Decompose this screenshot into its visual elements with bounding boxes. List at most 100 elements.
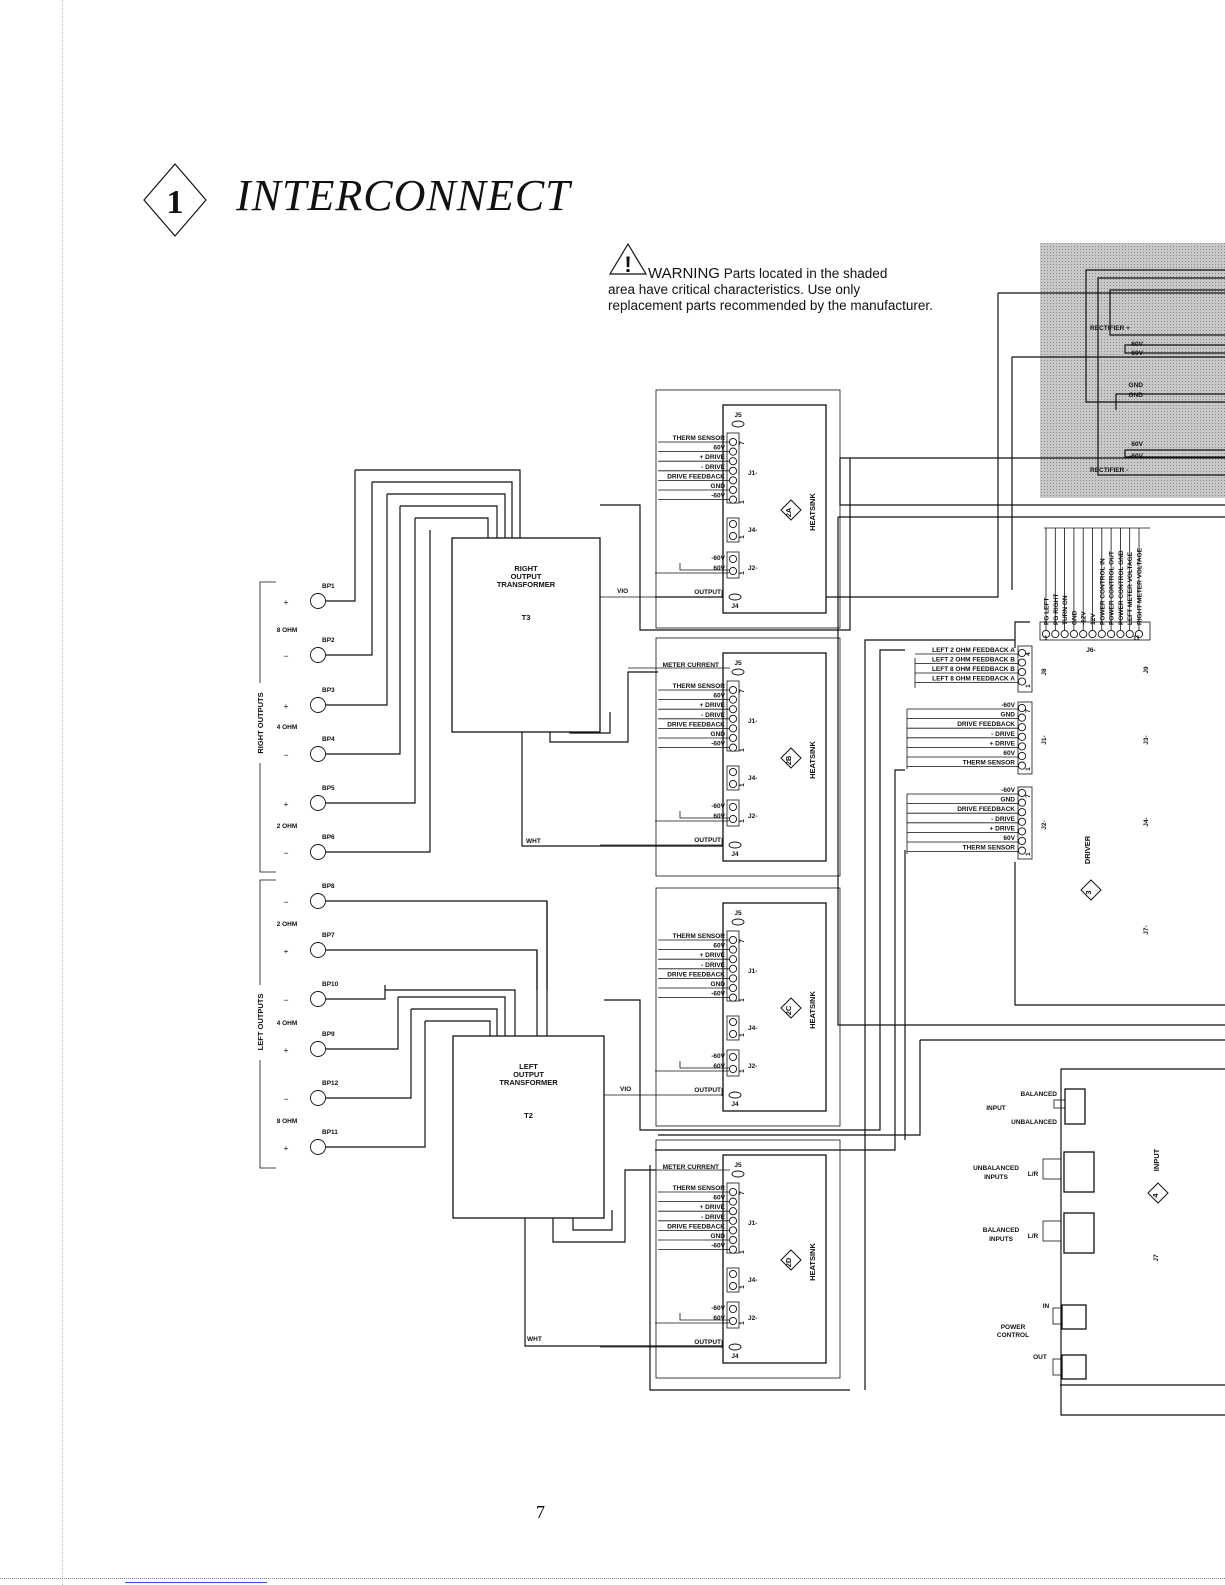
- binding-post-BP1: [310, 593, 326, 609]
- j7-driver-label: J7-: [1143, 925, 1150, 934]
- j1-driver-pin-label: DRIVE FEEDBACK: [957, 721, 1015, 728]
- unbalanced-input-jack: [1063, 1151, 1095, 1193]
- heatsink-2C-diamond-icon: [780, 997, 802, 1019]
- wire: [524, 1218, 723, 1347]
- j1-driver-pin-label: -60V: [1001, 702, 1015, 709]
- balanced-inputs-label: INPUTS: [989, 1236, 1014, 1243]
- j6-pin: [1107, 629, 1116, 639]
- ps-neg60v-label: -60V: [1129, 350, 1143, 357]
- j5-label: J5: [734, 412, 742, 419]
- ps-gnd-label-2: GND: [1129, 392, 1144, 399]
- polarity-sign: +: [284, 1143, 289, 1153]
- j1-pin: [728, 466, 738, 475]
- j2-driver-pin-label: -60V: [1001, 787, 1015, 794]
- j4-connector: [726, 765, 740, 791]
- impedance-label: 4 OHM: [277, 724, 298, 731]
- j1-driver-connector: [1017, 701, 1033, 775]
- balanced-input-jack: [1063, 1212, 1095, 1254]
- vio-wire-label: VIO: [617, 588, 628, 595]
- j6-pin-label: PG RIGHT: [1053, 594, 1060, 625]
- transformer-name: OUTPUT: [513, 1070, 544, 1079]
- impedance-label: 4 OHM: [277, 1020, 298, 1027]
- input-board-diamond-icon: [1147, 1182, 1169, 1204]
- power-control-in-label: IN: [1043, 1303, 1050, 1310]
- j1-driver-pin-label: + DRIVE: [990, 740, 1016, 747]
- section-number: 1: [167, 184, 184, 221]
- j1-pin-label: DRIVE FEEDBACK: [667, 971, 725, 978]
- j5-jumper-icon: [731, 918, 745, 926]
- j4-pin: [728, 531, 738, 541]
- binding-post-label: BP6: [322, 834, 335, 841]
- j1-pin-label: + DRIVE: [700, 454, 726, 461]
- j4-pin: [728, 1269, 738, 1279]
- j8-pin-label: LEFT 8 OHM FEEDBACK A: [932, 676, 1015, 683]
- right-outputs-bracket: [259, 581, 276, 873]
- j1-pin-label: THERM SENSOR: [673, 1185, 726, 1192]
- j2-pin: [728, 1316, 738, 1326]
- driver-label: DRIVER: [1083, 835, 1092, 864]
- wht-wire-label: WHT: [526, 838, 541, 845]
- j2-driver-pin: [1017, 827, 1027, 836]
- ps-gnd-label: GND: [1129, 382, 1144, 389]
- wire: [372, 481, 513, 538]
- j1-connector: [726, 930, 740, 1002]
- pin-number: 7: [1025, 794, 1032, 798]
- binding-post-label: BP7: [322, 932, 335, 939]
- j6-label: J6-: [1086, 647, 1095, 654]
- j6-pin: [1134, 629, 1144, 639]
- switch-input-label: INPUT: [986, 1105, 1006, 1112]
- input-mode-switch: [1064, 1088, 1086, 1125]
- output-return-wire: [649, 1165, 850, 1391]
- power-control-out-label: OUT: [1033, 1354, 1047, 1361]
- j2-driver-pin-label: GND: [1001, 797, 1016, 804]
- wire: [569, 712, 611, 734]
- j4-label: J4-: [748, 1277, 757, 1284]
- wire: [425, 1020, 491, 1036]
- wire: [355, 469, 521, 538]
- j1-pin-label: GND: [711, 731, 726, 738]
- j5-jumper-icon: [731, 668, 745, 676]
- j1-pin-label: + DRIVE: [700, 702, 726, 709]
- polarity-sign: +: [284, 701, 289, 711]
- j4-label: J4-: [748, 1025, 757, 1032]
- j1-label: J1-: [748, 1220, 757, 1227]
- j1-connector: [726, 1182, 740, 1254]
- j4-pin-number: 1: [739, 535, 746, 539]
- polarity-sign: −: [284, 848, 289, 858]
- speaker-wire: [326, 997, 399, 1050]
- j6-pin-label: POWER CONTROL GND: [1118, 550, 1125, 625]
- speaker-wire: [326, 985, 386, 1000]
- j1-pin-label: 60V: [713, 1195, 725, 1202]
- j4-pin: [728, 767, 738, 777]
- vio-wire-label: VIO: [620, 1086, 631, 1093]
- wire: [400, 505, 498, 538]
- j6-pin-label: RIGHT METER VOLTAGE: [1137, 547, 1144, 625]
- j4-label: J4-: [748, 775, 757, 782]
- polarity-sign: −: [284, 651, 289, 661]
- j1-pin-label: THERM SENSOR: [673, 683, 726, 690]
- j2-pin: [728, 814, 738, 824]
- transformer-name: OUTPUT: [511, 572, 542, 581]
- wire: [604, 649, 905, 1131]
- j1-pin-number: 1: [739, 500, 746, 504]
- j1-pin-label: GND: [711, 981, 726, 988]
- j1-pin-label: - DRIVE: [701, 1214, 726, 1221]
- meter-current-label: METER CURRENT: [663, 1164, 719, 1171]
- binding-post-label: BP8: [322, 883, 335, 890]
- j5-jumper-icon: [731, 420, 745, 428]
- impedance-label: 8 OHM: [277, 627, 298, 634]
- output-label: OUTPUT: [694, 1339, 721, 1346]
- output-jack-label: J4: [731, 851, 739, 858]
- j1-pin: [728, 437, 738, 447]
- j2-pin: [728, 802, 738, 812]
- page-edge: [62, 0, 63, 1585]
- j1-label: J1-: [748, 968, 757, 975]
- j1-pin: [728, 1207, 738, 1216]
- j1-pin-number: 1: [739, 748, 746, 752]
- j1-pin-label: -60V: [711, 741, 725, 748]
- j1-pin: [728, 935, 738, 945]
- heatsink-2B-frame: [655, 637, 841, 877]
- switch-unbalanced-label: UNBALANCED: [1011, 1119, 1057, 1126]
- j2-pin-label: -60V: [711, 555, 725, 562]
- j2-driver-pin-label: + DRIVE: [990, 825, 1016, 832]
